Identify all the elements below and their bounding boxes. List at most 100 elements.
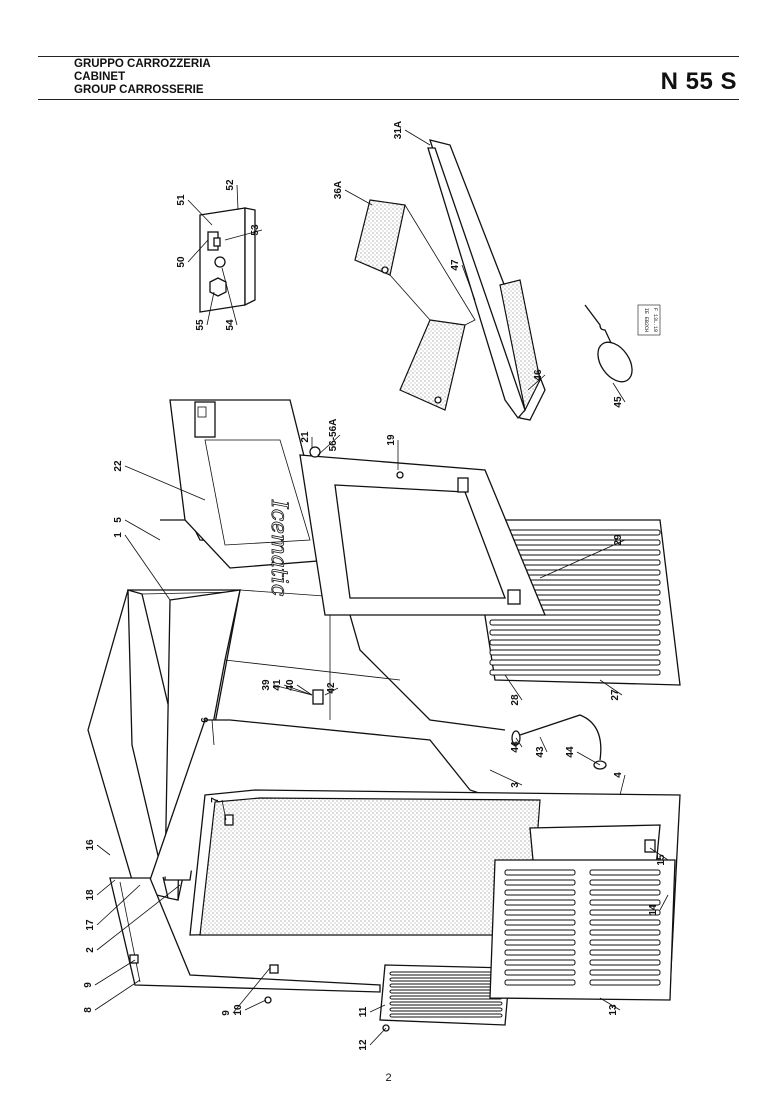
callout-14: 14 — [648, 904, 659, 916]
callout-leader — [187, 199, 213, 226]
callout-leader — [283, 684, 313, 696]
callout-leader — [504, 674, 523, 701]
grille-slot — [504, 969, 576, 976]
callout-27: 27 — [610, 689, 621, 701]
callout-11: 11 — [358, 1006, 369, 1017]
callout-53: 53 — [250, 224, 261, 236]
door-frame — [427, 139, 546, 421]
callout-36a: 36A — [333, 181, 344, 199]
callout-leader — [659, 894, 669, 911]
callout-leader — [96, 879, 116, 896]
callout-16: 16 — [85, 839, 96, 851]
callout-leader — [221, 799, 227, 821]
grille-slot — [504, 939, 576, 946]
grille-slot — [589, 929, 661, 936]
grille-slot — [589, 899, 661, 906]
left-side-panel — [109, 877, 381, 993]
louver-slot — [489, 529, 661, 536]
callout-leader — [224, 229, 263, 241]
callout-leader — [272, 684, 313, 696]
brand-logo: Icematic — [266, 499, 291, 596]
drain-hose — [511, 714, 607, 770]
grille-slot — [504, 899, 576, 906]
callout-leader — [124, 519, 161, 541]
louver-slot — [489, 619, 661, 626]
callout-47: 47 — [450, 259, 461, 271]
title-english: CABINET — [74, 71, 126, 83]
callout-13: 13 — [608, 1004, 619, 1016]
callout-43: 43 — [535, 746, 546, 758]
grille-slot — [504, 869, 576, 876]
callout-5: 5 — [113, 517, 124, 523]
callout-leader — [612, 382, 626, 403]
title-french: GROUP CARROSSERIE — [74, 84, 204, 96]
page-number: 2 — [385, 1072, 392, 1084]
callout-10: 10 — [233, 1004, 244, 1016]
callout-leader — [206, 291, 215, 326]
grille-slot — [589, 949, 661, 956]
exploded-cabinet-diagram: Icematic — [83, 121, 681, 1051]
callout-leader — [232, 967, 271, 1014]
callout-44: 44 — [510, 741, 521, 753]
louver-slot — [389, 995, 503, 1000]
callout-31a: 31A — [393, 121, 404, 139]
callout-22: 22 — [113, 460, 124, 472]
grille-slot — [589, 869, 661, 876]
callout-3: 3 — [510, 782, 521, 788]
callout-leader — [96, 884, 181, 951]
callout-6: 6 — [200, 717, 211, 723]
ice-scoop — [584, 304, 633, 383]
louver-slot — [389, 977, 503, 982]
callout-leader — [96, 844, 111, 856]
header-bottom-rule — [38, 99, 739, 100]
callout-leader — [344, 189, 373, 206]
callout-51: 51 — [176, 194, 187, 206]
callout-leader — [599, 679, 623, 696]
rear-frame — [299, 454, 546, 616]
grille-slot — [589, 889, 661, 896]
callout-leader — [576, 751, 601, 766]
callout-7: 7 — [210, 797, 221, 803]
callout-52: 52 — [225, 179, 236, 191]
callout-leader — [489, 769, 523, 786]
callout-leader — [461, 264, 476, 301]
louver-slot — [389, 1001, 503, 1006]
callout-leader — [527, 374, 546, 391]
drawing-stamp: IE EB2CH F 13L.18 — [637, 304, 661, 336]
switch-plate-detail — [199, 207, 256, 313]
callout-leader — [221, 267, 238, 326]
grille-slot — [504, 879, 576, 886]
callout-leader — [515, 737, 523, 748]
grille-slot — [589, 969, 661, 976]
callout-45: 45 — [613, 396, 624, 408]
header-top-rule — [38, 56, 739, 57]
callout-9: 9 — [83, 982, 94, 988]
callout-12: 12 — [358, 1039, 369, 1051]
callout-leader — [236, 184, 239, 211]
callout-29: 29 — [613, 534, 624, 546]
louver-slot — [489, 639, 661, 646]
callout-leader — [619, 774, 626, 796]
louver-slot — [489, 649, 661, 656]
model-code: N 55 S — [660, 68, 737, 95]
callout-leader — [187, 239, 209, 263]
callout-leader — [599, 997, 621, 1011]
louver-slot — [489, 669, 661, 676]
lower-louver-grille — [379, 964, 511, 1026]
callout-18: 18 — [85, 889, 96, 901]
callout-50: 50 — [176, 256, 187, 268]
callout-leader — [324, 687, 339, 696]
control-cover: Icematic — [169, 399, 331, 597]
callout-leader — [539, 539, 626, 579]
grille-slot — [589, 919, 661, 926]
door-36A — [354, 199, 476, 411]
title-italian: GRUPPO CARROZZERIA — [74, 58, 211, 70]
callout-leader — [124, 534, 171, 601]
louver-slot — [389, 989, 503, 994]
grille-slot — [504, 909, 576, 916]
callout-leader — [649, 847, 669, 861]
callout-leader — [404, 129, 431, 146]
grille-slot — [504, 979, 576, 986]
louver-slot — [389, 1007, 503, 1012]
